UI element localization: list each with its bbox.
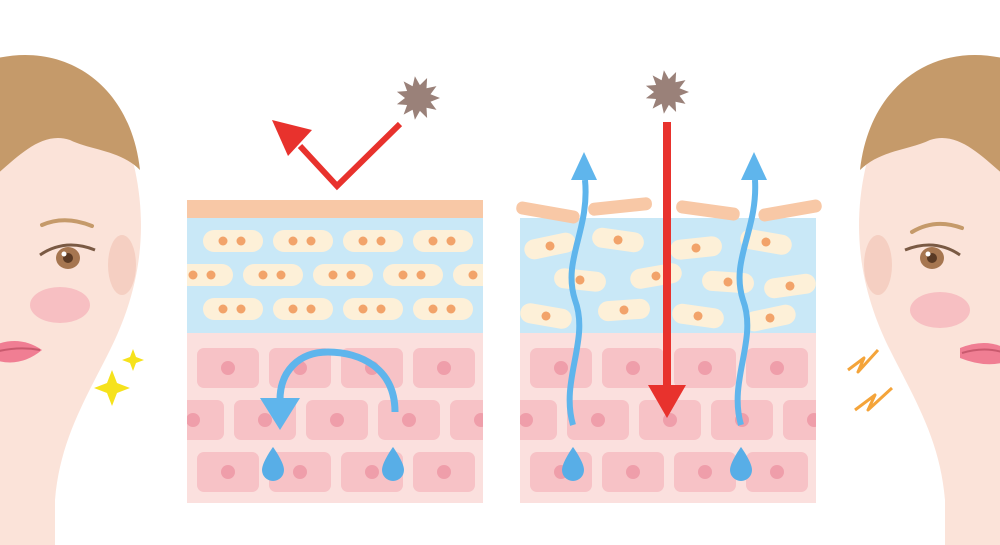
dermis-cell: [413, 348, 475, 388]
irritation-zigzag-icon: [847, 348, 880, 374]
healthy-face: [0, 55, 144, 545]
stratum-corneum-damaged: [516, 197, 822, 224]
dermis-cell: [674, 348, 736, 388]
dermis-cell: [602, 348, 664, 388]
moisture-cycle-arrow-icon: [260, 348, 399, 430]
keratinocyte: [744, 304, 796, 332]
corneum-flake: [516, 201, 580, 224]
dermis-cell: [197, 348, 259, 388]
water-drop-icon: [262, 447, 284, 481]
water-drop-icon: [730, 447, 752, 481]
dermis-cell: [306, 400, 368, 440]
dermis-cell: [450, 400, 483, 440]
corneum-flake: [588, 197, 652, 216]
sparkle-icon: [94, 370, 130, 406]
dermis-cell: [269, 452, 331, 492]
keratinocyte: [702, 270, 754, 294]
irritation-zigzag-icon: [854, 386, 894, 412]
moisture-escape-arrow-icon: [566, 152, 597, 426]
keratinocyte: [203, 230, 263, 252]
dermis-cell: [674, 452, 736, 492]
keratinocyte: [453, 264, 483, 286]
keratinocyte: [187, 264, 233, 286]
corneum-flake: [758, 199, 822, 222]
water-drop-icon: [382, 447, 404, 481]
dermis-cell: [197, 452, 259, 492]
sparkle-icon: [122, 349, 144, 371]
penetrate-arrow-icon: [648, 122, 686, 418]
healthy-skin-panel: [187, 120, 483, 503]
keratinocyte: [554, 268, 606, 292]
keratinocyte: [203, 298, 263, 320]
keratinocyte: [273, 298, 333, 320]
dermis-cell: [567, 400, 629, 440]
irritated-face: [847, 55, 1000, 545]
eye: [904, 221, 964, 269]
damaged-skin-panel: [516, 122, 880, 503]
eyebrow: [40, 218, 94, 228]
keratinocyte: [313, 264, 373, 286]
keratinocyte: [413, 298, 473, 320]
keratinocyte: [383, 264, 443, 286]
keratinocyte: [740, 229, 792, 255]
dermis-cell-grid: [187, 348, 483, 492]
keratinocyte: [670, 236, 722, 260]
keratinocyte: [343, 230, 403, 252]
keratinocyte: [243, 264, 303, 286]
keratinocyte: [343, 298, 403, 320]
cheek-blush: [910, 292, 970, 328]
lips: [960, 343, 1000, 365]
dermis-cell: [187, 400, 224, 440]
keratinocyte: [520, 303, 572, 329]
ear: [864, 235, 892, 295]
keratinocyte: [413, 230, 473, 252]
keratinocyte-grid: [187, 230, 483, 320]
reflect-arrow-icon: [272, 120, 403, 191]
keratinocyte: [524, 232, 576, 260]
dermis-cell: [602, 452, 664, 492]
dermis-cell: [818, 452, 880, 492]
keratinocyte: [273, 230, 333, 252]
uv-particle-icon: [396, 76, 440, 120]
keratinocyte: [764, 273, 816, 299]
stratum-corneum-intact: [187, 200, 483, 218]
ear: [108, 235, 136, 295]
dermis-cell: [378, 400, 440, 440]
uv-particle-icon: [645, 70, 689, 114]
moisture-escape-arrow-icon: [734, 152, 767, 426]
dermis-cell: [746, 348, 808, 388]
eye: [39, 218, 96, 269]
eyebrow: [910, 221, 964, 234]
hair: [860, 55, 1000, 172]
dermis-cell: [520, 400, 557, 440]
dermis-cell: [530, 348, 592, 388]
corneum-flake: [676, 200, 740, 221]
dermis-cell: [746, 452, 808, 492]
hair: [0, 55, 140, 172]
keratinocyte: [672, 303, 724, 329]
keratinocyte: [592, 227, 644, 253]
dermis-cell: [413, 452, 475, 492]
dermis-cell: [783, 400, 816, 440]
water-drop-icon: [562, 447, 584, 481]
keratinocyte: [598, 298, 650, 322]
dermis-cell-grid: [520, 348, 880, 492]
lips: [0, 341, 42, 363]
cheek-blush: [30, 287, 90, 323]
